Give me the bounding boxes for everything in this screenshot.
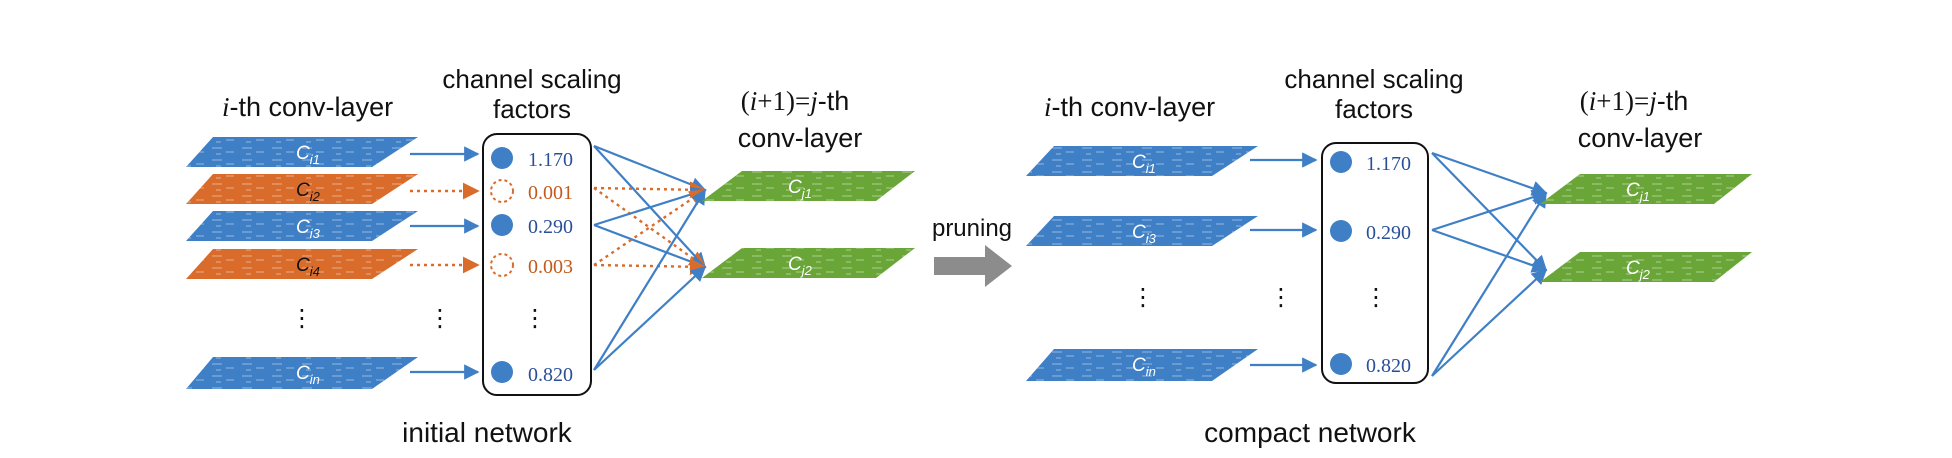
pruning-arrow-icon (934, 245, 1012, 287)
factor-node (1330, 353, 1352, 375)
factor-node (491, 361, 513, 383)
right-j-layer-title-line1: (i+1)=j-th (1580, 86, 1689, 116)
channel-label: Cj2 (788, 254, 813, 278)
left-i-italic: i (222, 92, 230, 122)
left-i-layer-title: i-th conv-layer (222, 92, 393, 122)
pruned-factor-node (490, 179, 514, 203)
left-conn-2-j2 (593, 187, 707, 268)
left-ellipsis-maps: ⋮ (290, 305, 314, 332)
right-conn-3-j1 (1431, 189, 1548, 232)
factor-node (1330, 220, 1352, 242)
pruning-label: pruning (932, 215, 1012, 242)
left-channel-i2: Ci2 0.001 (186, 174, 573, 204)
factor-value: 0.290 (1366, 222, 1411, 244)
channel-label: Ci3 (1132, 222, 1157, 246)
factor-node (491, 214, 513, 236)
left-conn-1-j1 (593, 144, 707, 193)
left-conn-4-j2 (593, 258, 707, 276)
right-ellipsis-maps: ⋮ (1131, 284, 1155, 311)
left-j-layer-title-line2: conv-layer (738, 123, 863, 153)
pruned-factor-node (490, 253, 514, 277)
factor-node (1330, 151, 1352, 173)
right-ellipsis-arrows: ⋮ (1269, 284, 1293, 311)
left-i-rest: -th conv-layer (230, 92, 394, 122)
right-caption: compact network (1204, 417, 1417, 448)
right-conn-n-j2 (1431, 268, 1548, 377)
channel-label: Ci1 (296, 143, 320, 167)
channel-label: Cj1 (1626, 180, 1650, 204)
factor-value: 0.001 (528, 182, 573, 204)
left-caption: initial network (402, 417, 573, 448)
right-ellipsis-factors: ⋮ (1364, 284, 1388, 311)
left-conn-3-j1 (593, 186, 707, 227)
left-conn-4-j1 (593, 189, 707, 266)
right-conn-n-j1 (1431, 191, 1547, 377)
factor-value: 1.170 (528, 149, 573, 171)
left-conn-3-j2 (593, 223, 707, 270)
factor-value: 1.170 (1366, 153, 1411, 175)
left-scaling-title-line2: factors (493, 94, 571, 124)
left-j-layer-title-line1: (i+1)=j-th (741, 86, 850, 116)
right-channel-i3: Ci3 0.290 (1026, 216, 1411, 246)
left-ellipsis-factors: ⋮ (523, 305, 547, 332)
factor-value: 0.820 (1366, 355, 1411, 377)
right-conn-1-j1 (1431, 151, 1548, 196)
factor-value: 0.290 (528, 216, 573, 238)
left-next-channel-j1: Cj1 (702, 171, 915, 201)
right-j-layer-title-line2: conv-layer (1578, 123, 1703, 153)
pruning-transition: pruning (932, 215, 1012, 287)
right-i-layer-title: i-th conv-layer (1044, 92, 1215, 122)
right-next-channel-j1: Cj1 (1540, 174, 1752, 204)
right-conn-3-j2 (1431, 228, 1548, 273)
factor-node (491, 147, 513, 169)
right-channel-i1: Ci1 1.170 (1026, 146, 1411, 176)
left-factor-box (482, 133, 592, 396)
left-conn-5-j1 (593, 188, 706, 371)
right-factor-box (1321, 142, 1429, 384)
factor-value: 0.003 (528, 256, 573, 278)
right-channel-in: Cin 0.820 (1026, 349, 1411, 381)
left-channel-i4: Ci4 0.003 (186, 249, 573, 279)
channel-label: Cj1 (788, 177, 812, 201)
initial-network: i-th conv-layer channel scaling factors … (186, 64, 915, 448)
left-conn-5-j2 (593, 265, 707, 371)
right-next-channel-j2: Cj2 (1540, 252, 1752, 282)
channel-label: Cin (296, 363, 320, 387)
factor-value: 0.820 (528, 364, 573, 386)
left-channel-in: Cin 0.820 (186, 357, 573, 389)
right-scaling-title-line2: factors (1335, 94, 1413, 124)
left-channel-i1: Ci1 1.170 (186, 137, 573, 171)
left-ellipsis-arrows: ⋮ (428, 305, 452, 332)
left-conn-2-j1 (593, 181, 707, 199)
right-connections (1431, 151, 1548, 377)
channel-label: Ci2 (296, 180, 321, 204)
right-scaling-title-line1: channel scaling (1284, 64, 1463, 94)
left-scaling-title-line1: channel scaling (442, 64, 621, 94)
left-connections (593, 144, 707, 371)
channel-label: Ci3 (296, 217, 321, 241)
channel-label: Ci4 (296, 255, 320, 279)
compact-network: i-th conv-layer channel scaling factors … (1026, 64, 1752, 448)
channel-label: Cj2 (1626, 258, 1651, 282)
left-channel-i3: Ci3 0.290 (186, 211, 573, 241)
left-next-channel-j2: Cj2 (702, 248, 915, 278)
channel-label: Cin (1132, 355, 1156, 379)
channel-label: Ci1 (1132, 152, 1156, 176)
